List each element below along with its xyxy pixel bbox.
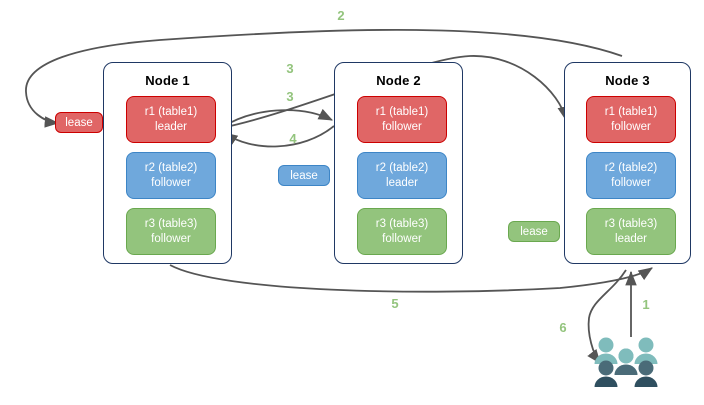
- node-2-replica-r1-table1[interactable]: r1 (table1) follower: [357, 96, 447, 143]
- replica-line-1: r1 (table1): [375, 106, 429, 119]
- replica-line-1: r3 (table3): [144, 218, 198, 231]
- lease-chip-r3[interactable]: lease: [508, 221, 560, 242]
- node-2-replica-r3-table3[interactable]: r3 (table3) follower: [357, 208, 447, 255]
- node-2-box[interactable]: Node 2 r1 (table1) follower r2 (table2) …: [334, 62, 463, 264]
- lease-chip-r1[interactable]: lease: [55, 112, 103, 133]
- arrow-step-4: [223, 125, 335, 148]
- step-label-3a: 3: [286, 61, 294, 76]
- node-3-replica-r2-table2[interactable]: r2 (table2) follower: [586, 152, 676, 199]
- replica-line-1: r2 (table2): [144, 162, 198, 175]
- lease-label: lease: [520, 225, 548, 238]
- node-3-title: Node 3: [605, 73, 650, 88]
- node-1-replica-r3-table3[interactable]: r3 (table3) follower: [126, 208, 216, 255]
- step-label-5: 5: [391, 296, 399, 311]
- replica-line-2: leader: [615, 232, 647, 245]
- lease-chip-r2[interactable]: lease: [278, 165, 330, 186]
- arrow-step-6: [587, 269, 627, 364]
- step-label-6: 6: [559, 320, 567, 335]
- node-1-replica-r2-table2[interactable]: r2 (table2) follower: [126, 152, 216, 199]
- node-2-replica-r2-table2[interactable]: r2 (table2) leader: [357, 152, 447, 199]
- replica-line-1: r3 (table3): [375, 218, 429, 231]
- arrow-step-2: [25, 28, 623, 128]
- replica-line-2: follower: [382, 120, 422, 133]
- node-1-box[interactable]: Node 1 r1 (table1) leader r2 (table2) fo…: [103, 62, 232, 264]
- replica-line-1: r2 (table2): [375, 162, 429, 175]
- replica-line-1: r3 (table3): [604, 218, 658, 231]
- replica-line-2: follower: [611, 176, 651, 189]
- replica-line-1: r1 (table1): [604, 106, 658, 119]
- node-2-title: Node 2: [376, 73, 421, 88]
- lease-label: lease: [290, 169, 318, 182]
- replica-line-2: follower: [611, 120, 651, 133]
- node-1-title: Node 1: [145, 73, 190, 88]
- step-label-1: 1: [642, 297, 650, 312]
- step-label-3b: 3: [286, 89, 294, 104]
- arrow-step-3-upper: [220, 55, 569, 129]
- lease-label: lease: [65, 116, 93, 129]
- node-3-replica-r3-table3[interactable]: r3 (table3) leader: [586, 208, 676, 255]
- replica-line-2: follower: [151, 176, 191, 189]
- replica-line-1: r1 (table1): [144, 106, 198, 119]
- replica-line-2: leader: [386, 176, 418, 189]
- node-3-replica-r1-table1[interactable]: r1 (table1) follower: [586, 96, 676, 143]
- replica-line-2: follower: [382, 232, 422, 245]
- step-label-2: 2: [337, 8, 345, 23]
- replica-line-2: follower: [151, 232, 191, 245]
- node-1-replica-r1-table1[interactable]: r1 (table1) leader: [126, 96, 216, 143]
- node-3-box[interactable]: Node 3 r1 (table1) follower r2 (table2) …: [564, 62, 691, 264]
- replica-line-1: r2 (table2): [604, 162, 658, 175]
- step-label-4: 4: [289, 131, 297, 146]
- users-icon: [592, 336, 660, 394]
- arrow-step-5: [169, 264, 653, 293]
- replica-line-2: leader: [155, 120, 187, 133]
